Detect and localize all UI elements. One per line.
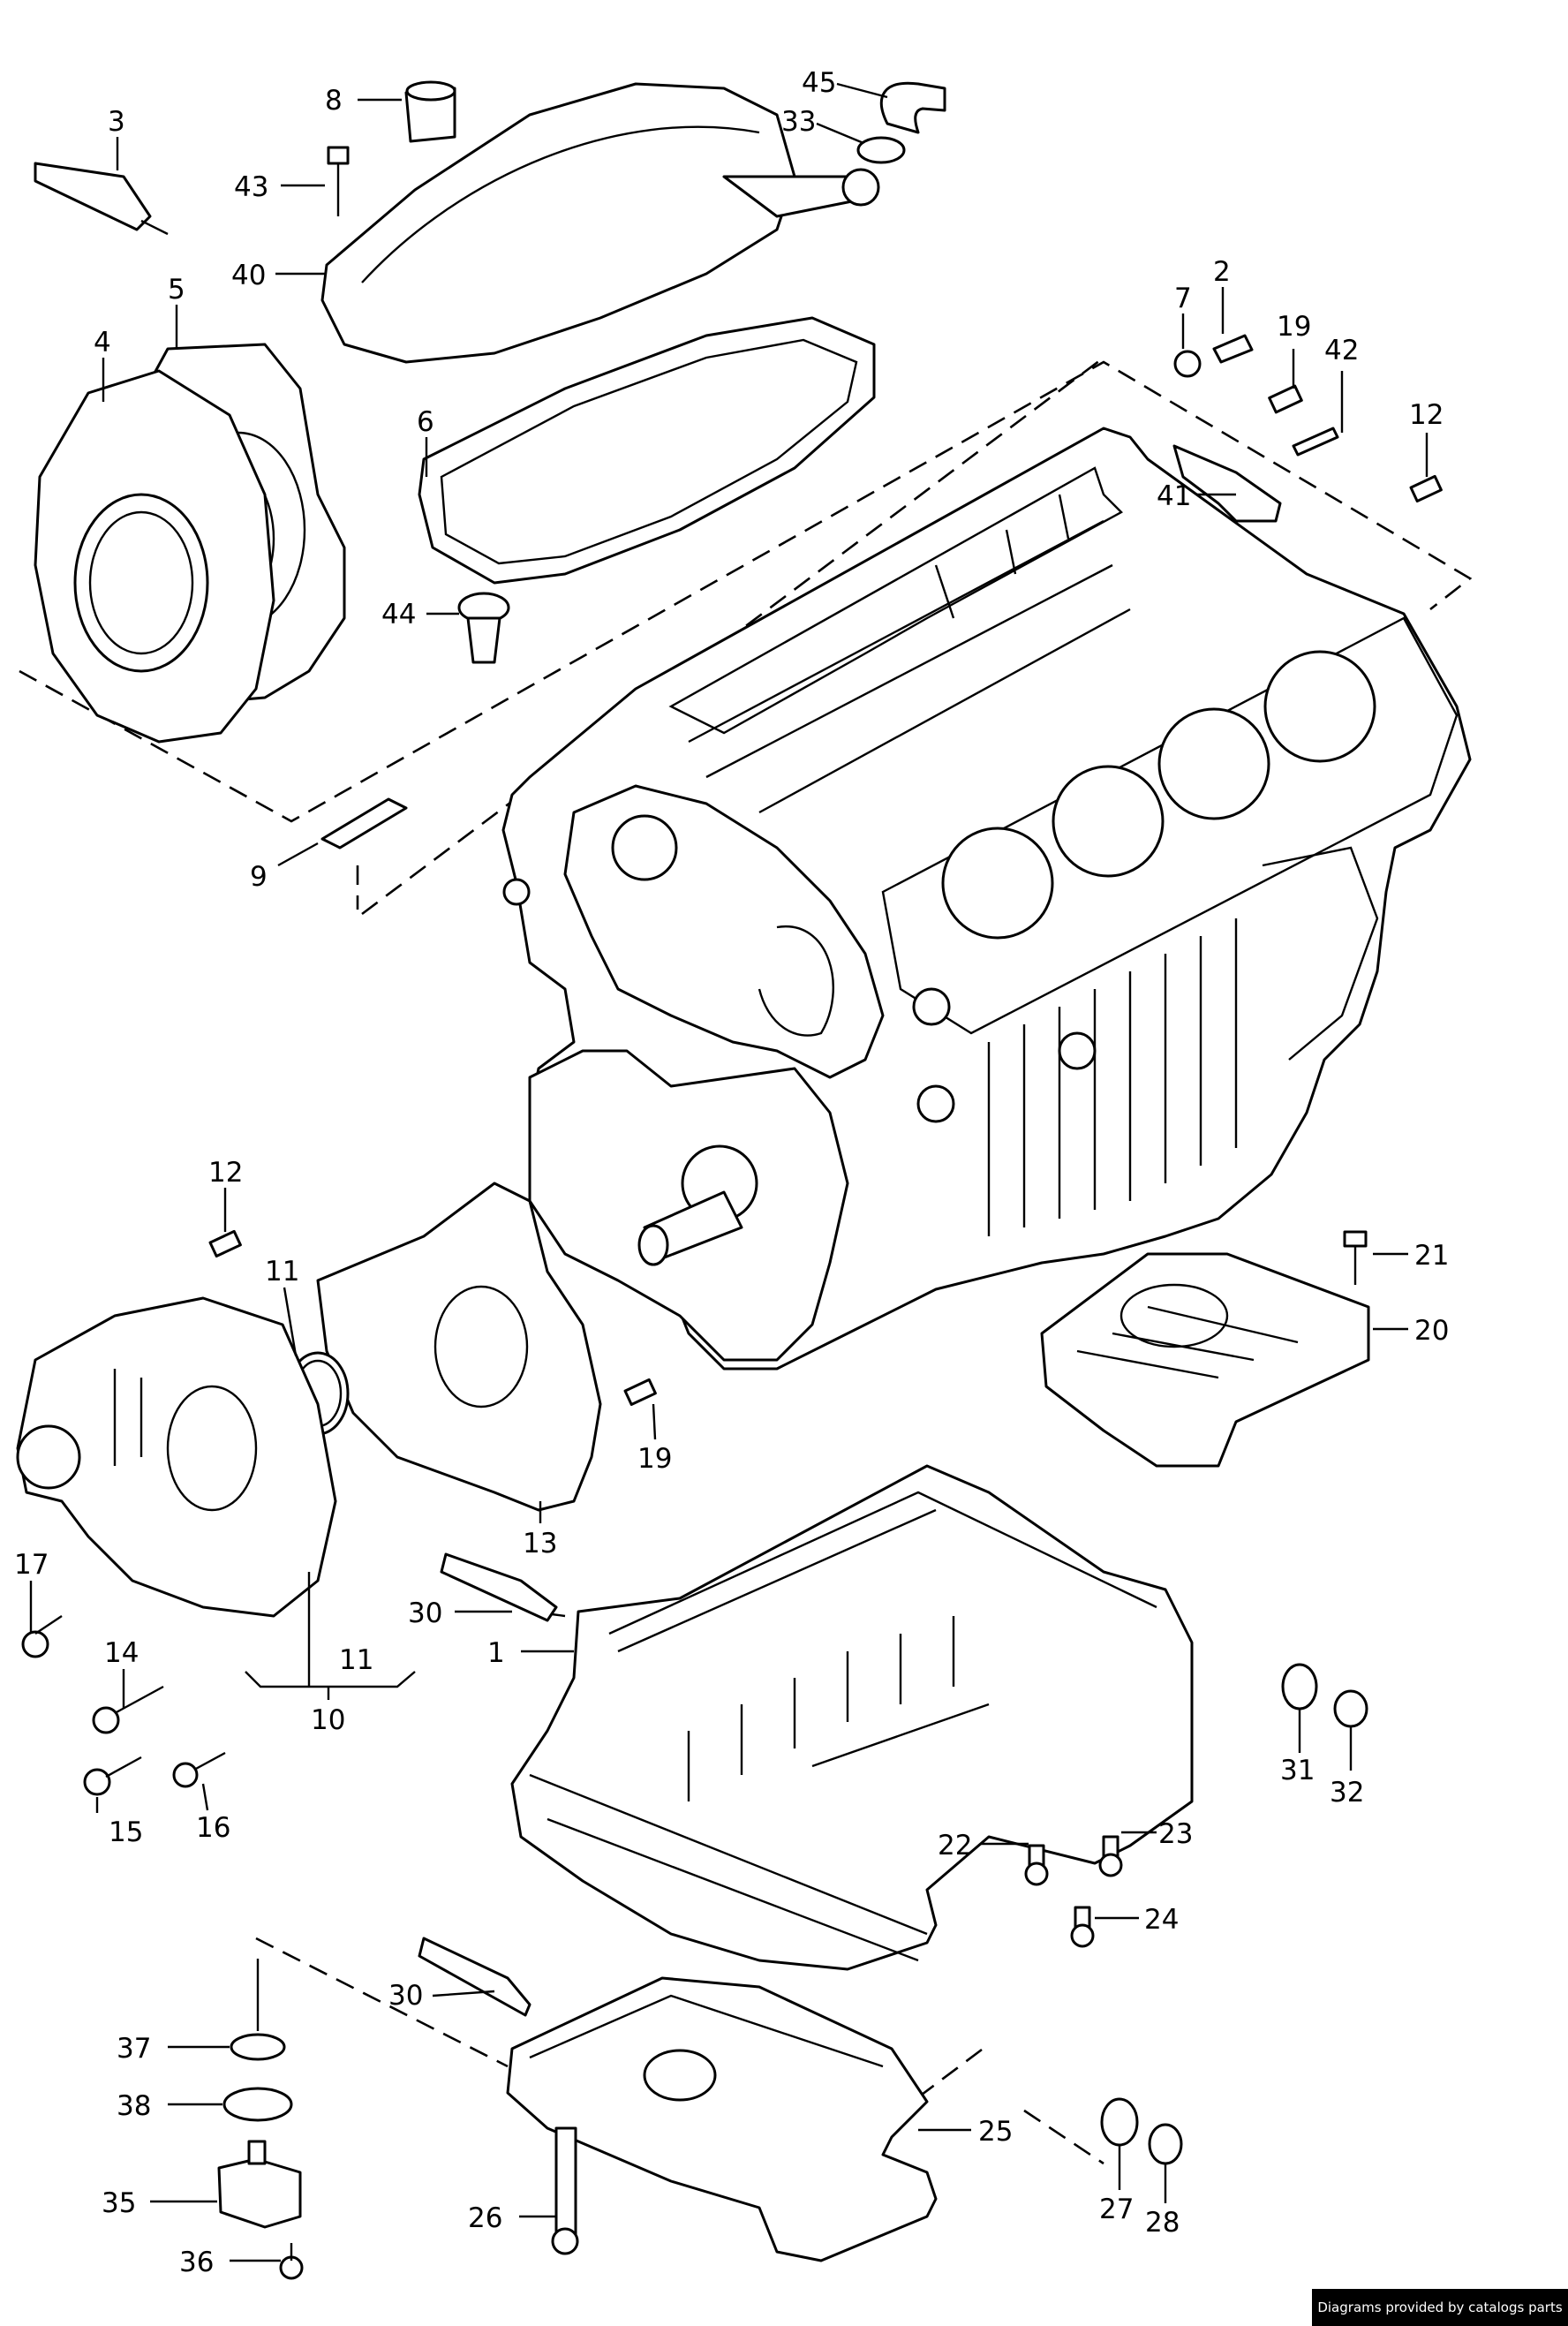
callout-26: 26 [468,2202,502,2234]
callout-41: 41 [1157,480,1191,512]
callout-19-mid: 19 [637,1443,672,1475]
callout-20: 20 [1414,1315,1449,1347]
callout-17: 17 [14,1549,49,1581]
callout-11-bracket: 11 [339,1644,373,1676]
callout-3: 3 [108,106,125,138]
leader-lines [29,82,1429,2262]
callout-4: 4 [94,327,111,359]
callout-25: 25 [978,2116,1013,2148]
callout-12-left: 12 [208,1157,243,1189]
callout-12-top: 12 [1409,399,1444,431]
callout-35: 35 [102,2187,136,2219]
callout-9: 9 [250,861,268,893]
callout-45: 45 [802,67,836,99]
small-parts [21,80,1443,2280]
callout-43: 43 [234,171,268,203]
callout-44: 44 [381,599,416,631]
callout-6: 6 [417,406,434,438]
engine-block [501,427,1472,1371]
callout-16: 16 [196,1812,230,1844]
callout-2: 2 [1213,256,1231,288]
callout-15: 15 [109,1816,143,1848]
rear-gasket-4 [34,369,275,744]
callout-40: 40 [231,260,266,291]
callout-27: 27 [1099,2194,1134,2225]
callout-10: 10 [311,1704,345,1736]
callout-33: 33 [781,106,816,138]
gasket-6 [418,316,876,585]
credit-banner: Diagrams provided by catalogs parts [1312,2289,1568,2326]
callout-13: 13 [523,1528,557,1559]
front-housing-10 [16,1296,337,1618]
callout-37: 37 [117,2033,151,2065]
callout-38: 38 [117,2090,151,2122]
lower-oil-pan-25 [506,1976,938,2262]
oil-pan-1 [510,1464,1194,1971]
callout-21: 21 [1414,1240,1449,1272]
front-gasket-13 [316,1182,602,1512]
callout-23: 23 [1158,1818,1193,1850]
callout-labels: 45 33 8 3 43 40 5 4 6 44 9 7 2 19 42 12 … [14,67,1449,2278]
callout-36: 36 [179,2247,214,2278]
baffle-20 [1040,1252,1370,1468]
callout-19-top: 19 [1277,311,1311,343]
callout-32: 32 [1330,1777,1364,1809]
callout-28: 28 [1145,2207,1180,2239]
callout-7: 7 [1174,283,1192,314]
callout-8: 8 [325,85,343,117]
callout-31: 31 [1280,1755,1315,1786]
top-cover-40 [320,82,880,364]
callout-30-lower: 30 [388,1980,423,2012]
callout-14: 14 [104,1637,139,1669]
callout-42: 42 [1324,335,1359,366]
callout-5: 5 [168,274,185,306]
callout-24: 24 [1144,1904,1179,1936]
callout-22: 22 [938,1830,972,1862]
callout-30-upper: 30 [408,1597,442,1629]
callout-1: 1 [487,1637,505,1669]
callout-11-ring: 11 [265,1256,299,1288]
